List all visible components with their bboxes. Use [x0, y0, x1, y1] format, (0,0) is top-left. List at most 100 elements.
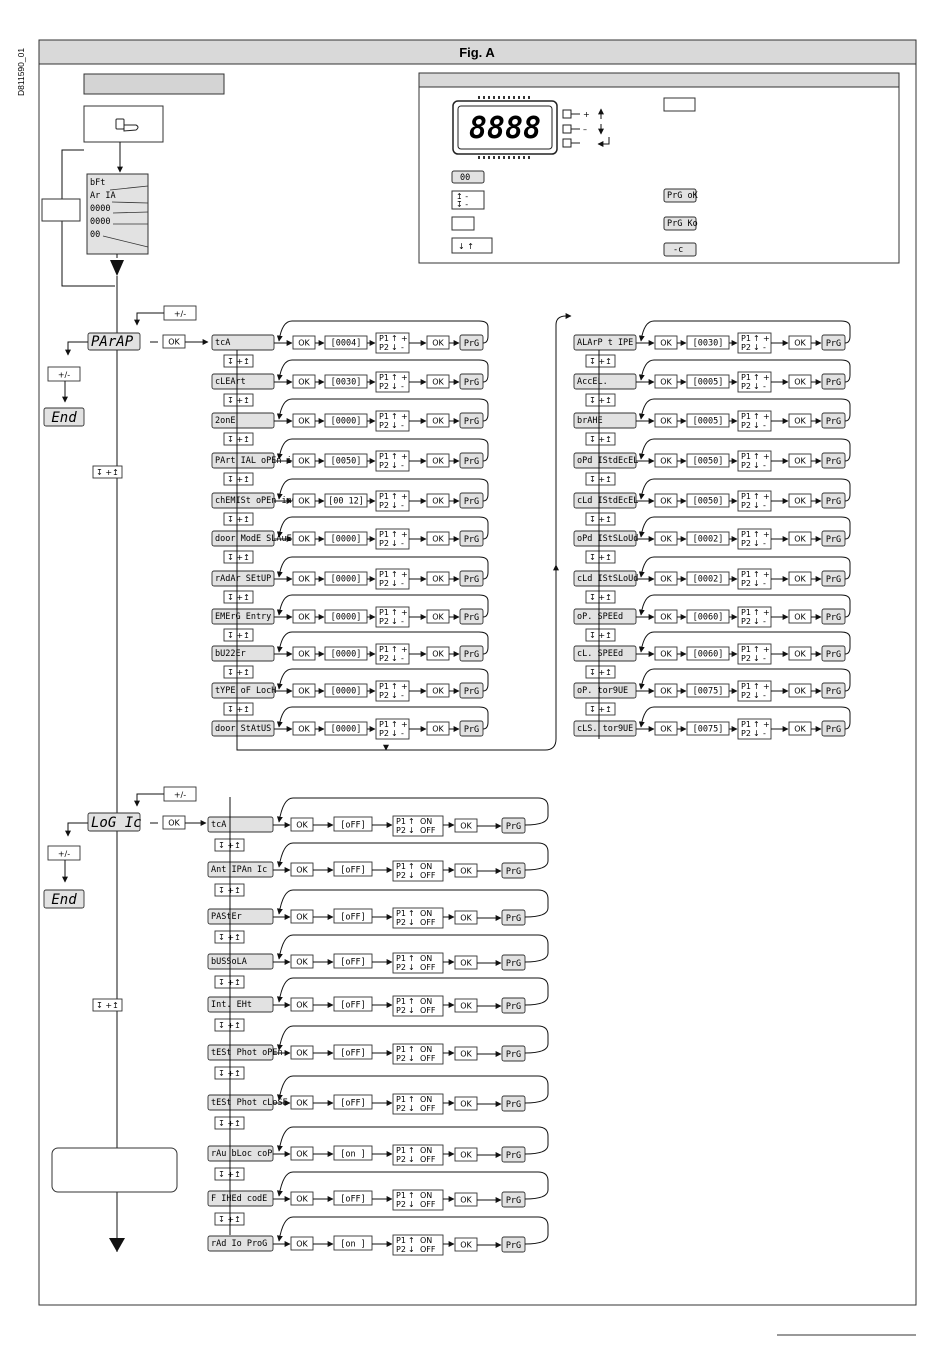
right-param-10-p12-p1: P1	[741, 682, 751, 691]
left-param-2-p12-p2: P2	[379, 382, 389, 391]
logic-item-6-p12	[392, 1043, 444, 1065]
right-param-7-ok-label: OK	[660, 575, 672, 584]
right-param-2-p12-p1: P1	[741, 373, 751, 382]
right-param-2-p12-p2: P2	[741, 382, 751, 391]
logic-item-7-ok2-label: OK	[460, 1100, 472, 1109]
logic-item-2-value-box	[333, 861, 373, 877]
left-param-9-p12-p1: P1	[379, 645, 389, 654]
logic-item-7-p12-up: ↑	[408, 1095, 415, 1104]
right-param-8-label: oP. SPEEd	[577, 612, 623, 622]
right-param-6-prg-label: PrG	[826, 535, 841, 545]
logic-item-10-p12-on: ON	[420, 1236, 432, 1245]
side-note-box	[41, 198, 81, 222]
left-param-5-prg-label: PrG	[464, 497, 479, 507]
logic-item-1-p12-p2: P2	[396, 826, 406, 835]
right-param-4-p12-plus: +	[763, 452, 770, 461]
logic-item-8-p12-p1: P1	[396, 1146, 406, 1155]
logic-item-8-p12-off: OFF	[420, 1155, 436, 1164]
left-param-8-p12-up: ↑	[391, 608, 398, 617]
left-param-5-label: chEMISt oPEn inG	[215, 496, 297, 506]
logic-item-2-label: Ant IPAn Ic	[211, 865, 267, 875]
left-scroll-9	[223, 665, 254, 679]
left-param-5-p12-p1: P1	[379, 492, 389, 501]
right-param-1-p12-p2: P2	[741, 343, 751, 352]
right-param-4-ok-label: OK	[660, 457, 672, 466]
left-param-7-p12-down: ↓	[391, 579, 398, 588]
right-param-11-p12-minus: -	[763, 729, 766, 738]
left-param-10-p12-p1: P1	[379, 682, 389, 691]
left-param-4-ok-label: OK	[298, 457, 310, 466]
right-param-10-p12-up: ↑	[753, 682, 760, 691]
logic-item-5-p12-off: OFF	[420, 1006, 436, 1015]
left-param-6-p12-plus: +	[401, 530, 408, 539]
left-param-6-label: door ModE SLAuE	[215, 534, 292, 544]
right-scroll-5-label: ↧ +↥	[589, 515, 612, 524]
right-param-7-p12-down: ↓	[753, 579, 760, 588]
left-param-3-prg-label: PrG	[464, 417, 479, 427]
logic-item-3-loop	[276, 889, 549, 918]
left-param-3-p12-plus: +	[401, 412, 408, 421]
right-scroll-6	[585, 550, 616, 564]
right-param-6-p12-plus: +	[763, 530, 770, 539]
left-scroll-9-label: ↧ +↥	[227, 668, 250, 677]
logic-item-9-label: F IHEd codE	[211, 1194, 267, 1204]
left-param-2-label: cLEArt	[215, 377, 246, 387]
left-param-7-ok2-label: OK	[432, 575, 444, 584]
logic-item-2-p12-down: ↓	[408, 871, 415, 880]
left-param-10-ok-label: OK	[298, 687, 310, 696]
left-param-11-p12-plus: +	[401, 720, 408, 729]
logic-item-1-prg-label: PrG	[506, 822, 521, 832]
keypad-buttons	[562, 109, 572, 148]
right-param-4-p12-up: ↑	[753, 452, 760, 461]
logic-item-5-p12-on: ON	[420, 997, 432, 1006]
left-scroll-8-label: ↧ +↥	[227, 631, 250, 640]
logic-item-10-p12-up: ↑	[408, 1236, 415, 1245]
exit-note-box	[51, 1147, 178, 1193]
logic-item-10-value: [on ]	[340, 1240, 366, 1250]
left-param-5-ok2-label: OK	[432, 497, 444, 506]
left-param-11-p12-up: ↑	[391, 720, 398, 729]
right-param-11-p12-plus: +	[763, 720, 770, 729]
left-param-8-prg-label: PrG	[464, 613, 479, 623]
left-param-7-p12-minus: -	[401, 579, 404, 588]
right-param-5-p12-minus: -	[763, 501, 766, 510]
logic-item-5-value: [oFF]	[340, 1001, 366, 1011]
left-param-1-prg-label: PrG	[464, 339, 479, 349]
logic-item-4-label: bUSSoLA	[211, 957, 247, 967]
left-param-2-p12-p1: P1	[379, 373, 389, 382]
right-param-1-p12-down: ↓	[753, 343, 760, 352]
left-scroll-4	[223, 472, 254, 486]
legend-blank-box	[663, 97, 696, 112]
right-scroll-2-label: ↧ +↥	[589, 396, 612, 405]
right-param-2-ok-label: OK	[660, 378, 672, 387]
right-param-10-loop	[638, 668, 851, 692]
right-param-6-loop	[638, 516, 851, 540]
lcd-display-value: 8888	[469, 111, 541, 146]
logic-item-6-prg-label: PrG	[506, 1050, 521, 1060]
right-scroll-1-label: ↧ +↥	[589, 357, 612, 366]
logic-item-1-p12-p1: P1	[396, 817, 406, 826]
left-scroll-3-label: ↧ +↥	[227, 435, 250, 444]
logic-item-8-prg-label: PrG	[506, 1151, 521, 1161]
param-menu-ok-label: OK	[168, 338, 180, 347]
logic-pm-top-link	[134, 793, 164, 807]
logic-end-label: End	[51, 892, 77, 908]
left-scroll-2-label: ↧ +↥	[227, 396, 250, 405]
left-param-6-prg-label: PrG	[464, 535, 479, 545]
logic-item-8-p12	[392, 1144, 444, 1166]
logic-menu-ok-label: OK	[168, 819, 180, 828]
logic-item-5-p12-p1: P1	[396, 997, 406, 1006]
logic-item-2-loop	[276, 842, 549, 871]
logic-item-8-p12-up: ↑	[408, 1146, 415, 1155]
right-param-2-p12-plus: +	[763, 373, 770, 382]
logic-item-8-p12-down: ↓	[408, 1155, 415, 1164]
legend-updown-glyph-1: ↥ -	[456, 192, 468, 201]
logic-menu-title: LoG Ic	[91, 815, 142, 831]
right-param-9-ok-label: OK	[660, 650, 672, 659]
right-param-9-p12-minus: -	[763, 654, 766, 663]
logic-item-5-prg-label: PrG	[506, 1002, 521, 1012]
right-param-1-p12-minus: -	[763, 343, 766, 352]
logic-item-3-p12-p2: P2	[396, 918, 406, 927]
logic-item-10-value-box	[333, 1235, 373, 1251]
right-scroll-8-label: ↧ +↥	[589, 631, 612, 640]
